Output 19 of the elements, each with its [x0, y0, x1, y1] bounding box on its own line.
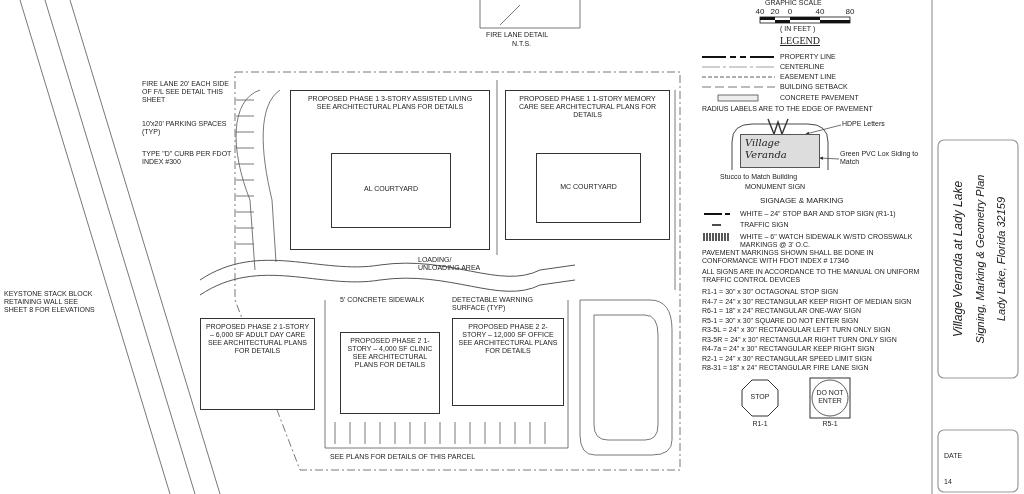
- drawing-title: Signing, Marking & Geometry Plan: [974, 173, 987, 346]
- scale-tick: 20: [769, 7, 781, 17]
- scale-tick: 80: [844, 7, 856, 17]
- sign-panel: [740, 134, 820, 168]
- section-title: SIGNAGE & MARKING: [760, 196, 845, 206]
- scale-tick: 40: [754, 7, 766, 17]
- scale-tick: 0: [786, 7, 794, 17]
- scale-tick: 40: [814, 7, 826, 17]
- building-outline: [200, 318, 315, 410]
- building-outline: [452, 318, 564, 406]
- building-note: Village Veranda: [745, 137, 788, 160]
- drawing-title: Lady Lake, Florida 32159: [995, 195, 1008, 324]
- building-outline: [340, 332, 440, 414]
- legend-title: LEGEND: [779, 35, 821, 47]
- courtyard-outline: [536, 153, 641, 223]
- building-outline: [505, 90, 670, 240]
- building-outline: [290, 90, 490, 250]
- courtyard-outline: [331, 153, 451, 228]
- drawing-title: Village Veranda at Lady Lake: [952, 179, 966, 340]
